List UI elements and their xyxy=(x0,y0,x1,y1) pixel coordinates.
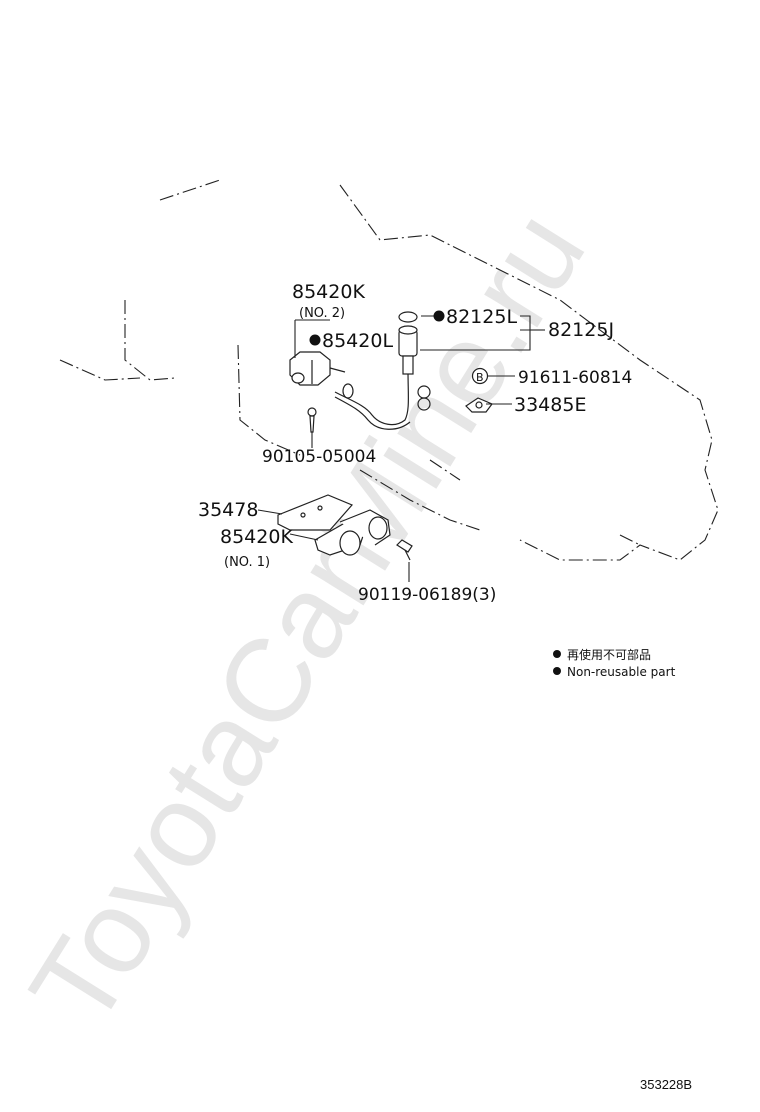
bolt-badge-circle xyxy=(471,367,489,385)
part-label-82125L: 82125L xyxy=(446,306,517,328)
vehicle-body-outline xyxy=(59,179,719,561)
part-label-82125J: 82125J xyxy=(548,319,614,341)
non-reusable-bullet-82125L xyxy=(433,310,445,322)
part-label-91611-60814: 91611-60814 xyxy=(518,368,632,388)
screw-drawing xyxy=(396,539,413,561)
part-label-85420K-no2: 85420K xyxy=(292,281,365,303)
part-label-85420L: 85420L xyxy=(322,330,393,352)
leader-lines xyxy=(257,315,545,582)
grommet-drawing xyxy=(465,397,493,413)
part-label-85420K-no1: 85420K xyxy=(220,526,293,548)
part-label-35478: 35478 xyxy=(198,499,258,521)
non-reusable-bullet-85420L xyxy=(309,334,321,346)
part-label-90105-05004: 90105-05004 xyxy=(262,447,376,467)
legend-text-jp: 再使用不可部品 xyxy=(567,647,651,662)
diagram-code: 353228B xyxy=(640,1077,692,1092)
legend-bullet-en xyxy=(553,667,561,675)
washer-motor-no2-drawing xyxy=(289,351,354,433)
part-label-33485E: 33485E xyxy=(514,394,586,416)
legend-bullet-jp xyxy=(553,650,561,658)
washer-inlet-drawing xyxy=(398,311,418,375)
part-note-no1: (NO. 1) xyxy=(224,555,270,570)
part-label-90119-06189: 90119-06189(3) xyxy=(358,585,496,605)
bolt-badge-letter: B xyxy=(476,371,484,384)
part-note-no2: (NO. 2) xyxy=(299,306,345,321)
legend-text-en: Non-reusable part xyxy=(567,665,676,679)
washer-hose-drawing xyxy=(334,369,431,430)
washer-motor-no1-drawing xyxy=(277,494,391,556)
